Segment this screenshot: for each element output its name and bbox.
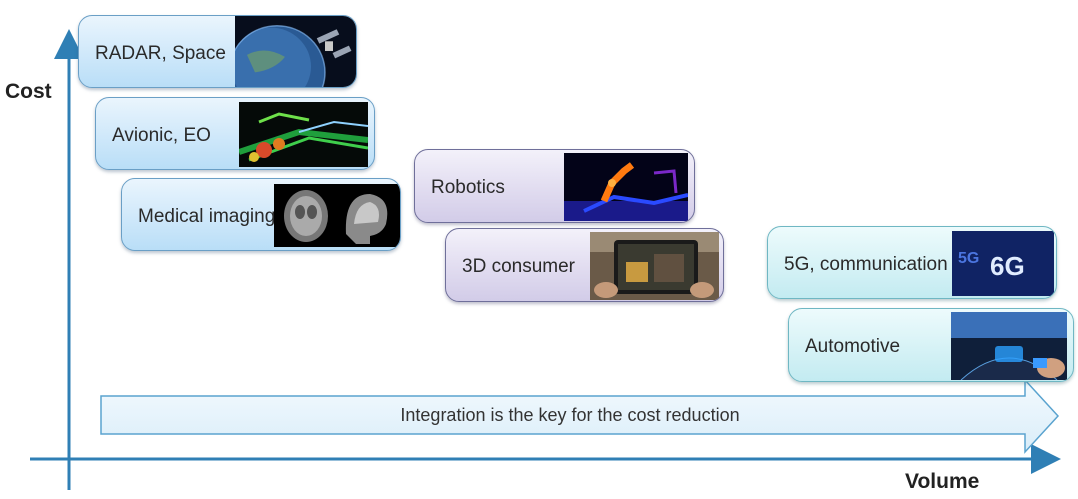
box-5g-communication: 5G, communication 5G 6G [767, 226, 1057, 299]
box-medical-imaging: Medical imaging [121, 178, 401, 251]
box-avionic-eo: Avionic, EO [95, 97, 375, 170]
robot-arm-icon [564, 153, 688, 221]
box-robotics: Robotics [414, 149, 695, 223]
car-cockpit-icon [951, 312, 1067, 380]
lidar-point-cloud-icon [239, 102, 368, 167]
svg-text:5G: 5G [958, 250, 979, 267]
integration-banner-text: Integration is the key for the cost redu… [400, 405, 740, 425]
box-3d-consumer: 3D consumer [445, 228, 724, 302]
brain-mri-icon [274, 184, 400, 247]
integration-arrow [100, 378, 1060, 454]
y-axis-label: Cost [5, 80, 52, 103]
x-axis-label: Volume [905, 470, 980, 493]
box-label: Robotics [431, 177, 505, 198]
box-label: 5G, communication [784, 254, 948, 275]
box-label: RADAR, Space [95, 43, 226, 64]
box-label: Avionic, EO [112, 125, 211, 146]
5g-6g-icon: 5G 6G [952, 231, 1054, 296]
satellite-earth-icon [235, 16, 356, 87]
box-label: Medical imaging [138, 206, 276, 227]
svg-text:6G: 6G [990, 251, 1025, 281]
box-label: Automotive [805, 336, 901, 357]
box-automotive: Automotive [788, 308, 1074, 382]
box-radar-space: RADAR, Space [78, 15, 357, 88]
box-label: 3D consumer [462, 256, 575, 277]
ar-tablet-icon [590, 232, 719, 300]
